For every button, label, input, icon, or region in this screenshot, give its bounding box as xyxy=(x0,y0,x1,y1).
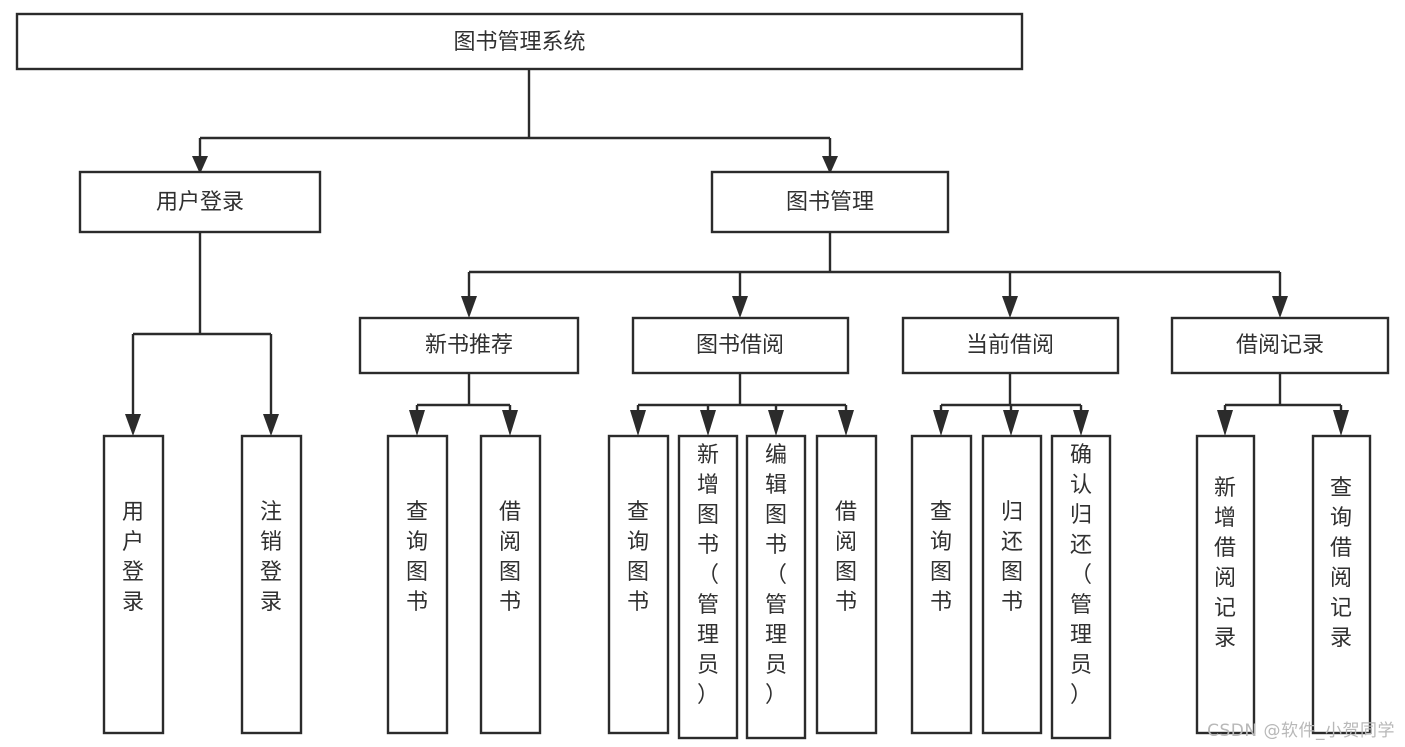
arrow-head-book-borrow xyxy=(732,296,748,318)
node-leaf-query-book-3[interactable]: 查询图书 xyxy=(910,434,973,735)
node-leaf-borrow-book-2[interactable]: 借阅图书 xyxy=(815,434,878,735)
arrow-head-leaf-confirm-return-admin xyxy=(1073,410,1089,436)
node-leaf-edit-book-admin-box[interactable] xyxy=(745,434,807,740)
arrow-head-leaf-borrow-book-2 xyxy=(838,410,854,436)
node-leaf-add-borrow-record[interactable]: 新增借阅记录 xyxy=(1195,434,1256,735)
node-book-manage-box[interactable] xyxy=(710,170,950,234)
arrow-head-leaf-query-book-1 xyxy=(409,410,425,436)
arrow-head-book-manage xyxy=(822,156,838,174)
node-root[interactable]: 图书管理系统 xyxy=(15,12,1024,71)
node-leaf-return-book-box[interactable] xyxy=(981,434,1043,735)
node-leaf-logout-label: 注销登录 xyxy=(260,500,282,615)
node-leaf-query-borrow-record[interactable]: 查询借阅记录 xyxy=(1311,434,1372,735)
node-borrow-record-label: 借阅记录 xyxy=(1236,333,1324,358)
node-leaf-add-book-admin[interactable]: 新增图书（管理员） xyxy=(677,434,739,740)
node-leaf-user-login-box[interactable] xyxy=(102,434,165,735)
node-leaf-query-book-1-label: 查询图书 xyxy=(406,500,428,615)
arrow-head-leaf-query-book-2 xyxy=(630,410,646,436)
node-leaf-query-book-2[interactable]: 查询图书 xyxy=(607,434,670,735)
node-leaf-query-book-1[interactable]: 查询图书 xyxy=(386,434,449,735)
node-new-book-recommend-box[interactable] xyxy=(358,316,580,375)
arrow-head-new-book-recommend xyxy=(461,296,477,318)
node-leaf-query-book-3-box[interactable] xyxy=(910,434,973,735)
node-leaf-confirm-return-admin-box[interactable] xyxy=(1050,434,1112,740)
node-book-manage[interactable]: 图书管理 xyxy=(710,170,950,234)
arrow-head-leaf-logout xyxy=(263,414,279,436)
connector-layer xyxy=(125,69,1349,436)
node-leaf-confirm-return-admin-label: 确认归还（管理员） xyxy=(1070,443,1092,708)
node-leaf-user-login[interactable]: 用户登录 xyxy=(102,434,165,735)
node-leaf-return-book-label: 归还图书 xyxy=(1001,500,1023,615)
arrow-head-leaf-query-borrow-record xyxy=(1333,410,1349,436)
node-leaf-query-book-2-box[interactable] xyxy=(607,434,670,735)
node-leaf-borrow-book-1[interactable]: 借阅图书 xyxy=(479,434,542,735)
node-leaf-query-book-3-label: 查询图书 xyxy=(930,500,952,615)
node-book-borrow-box[interactable] xyxy=(631,316,850,375)
node-book-borrow[interactable]: 图书借阅 xyxy=(631,316,850,375)
node-leaf-edit-book-admin-label: 编辑图书（管理员） xyxy=(765,443,787,708)
arrow-head-leaf-borrow-book-1 xyxy=(502,410,518,436)
arrow-head-borrow-record xyxy=(1272,296,1288,318)
arrow-head-leaf-edit-book-admin xyxy=(768,410,784,436)
node-leaf-user-login-label: 用户登录 xyxy=(122,500,144,615)
arrow-head-current-borrow xyxy=(1002,296,1018,318)
node-current-borrow[interactable]: 当前借阅 xyxy=(901,316,1120,375)
csdn-watermark: CSDN @软件_小贺同学 xyxy=(1207,721,1395,741)
node-root-label: 图书管理系统 xyxy=(453,30,585,55)
node-leaf-confirm-return-admin[interactable]: 确认归还（管理员） xyxy=(1050,434,1112,740)
node-leaf-borrow-book-1-label: 借阅图书 xyxy=(499,500,521,615)
node-leaf-borrow-book-2-label: 借阅图书 xyxy=(835,500,857,615)
node-book-borrow-label: 图书借阅 xyxy=(696,333,784,358)
node-leaf-logout[interactable]: 注销登录 xyxy=(240,434,303,735)
node-leaf-add-book-admin-label: 新增图书（管理员） xyxy=(697,443,719,708)
node-leaf-query-book-1-box[interactable] xyxy=(386,434,449,735)
node-new-book-recommend-label: 新书推荐 xyxy=(425,333,513,358)
arrow-head-user-login xyxy=(192,156,208,174)
node-borrow-record-box[interactable] xyxy=(1170,316,1390,375)
node-book-manage-label: 图书管理 xyxy=(786,190,874,215)
arrow-head-leaf-add-book-admin xyxy=(700,410,716,436)
node-user-login-box[interactable] xyxy=(78,170,322,234)
node-new-book-recommend[interactable]: 新书推荐 xyxy=(358,316,580,375)
node-leaf-query-book-2-label: 查询图书 xyxy=(627,500,649,615)
node-leaf-borrow-book-1-box[interactable] xyxy=(479,434,542,735)
arrow-head-leaf-user-login xyxy=(125,414,141,436)
node-leaf-query-borrow-record-label: 查询借阅记录 xyxy=(1330,476,1352,651)
node-leaf-logout-box[interactable] xyxy=(240,434,303,735)
arrow-head-leaf-query-book-3 xyxy=(933,410,949,436)
node-root-box[interactable] xyxy=(15,12,1024,71)
node-user-login[interactable]: 用户登录 xyxy=(78,170,322,234)
node-leaf-query-borrow-record-box[interactable] xyxy=(1311,434,1372,735)
node-leaf-borrow-book-2-box[interactable] xyxy=(815,434,878,735)
node-current-borrow-label: 当前借阅 xyxy=(966,333,1054,358)
node-leaf-add-borrow-record-label: 新增借阅记录 xyxy=(1214,476,1236,651)
node-leaf-add-borrow-record-box[interactable] xyxy=(1195,434,1256,735)
node-current-borrow-box[interactable] xyxy=(901,316,1120,375)
node-leaf-edit-book-admin[interactable]: 编辑图书（管理员） xyxy=(745,434,807,740)
node-user-login-label: 用户登录 xyxy=(156,190,244,215)
arrow-head-leaf-add-borrow-record xyxy=(1217,410,1233,436)
node-leaf-return-book[interactable]: 归还图书 xyxy=(981,434,1043,735)
node-borrow-record[interactable]: 借阅记录 xyxy=(1170,316,1390,375)
arrow-head-leaf-return-book xyxy=(1003,410,1019,436)
node-leaf-add-book-admin-box[interactable] xyxy=(677,434,739,740)
